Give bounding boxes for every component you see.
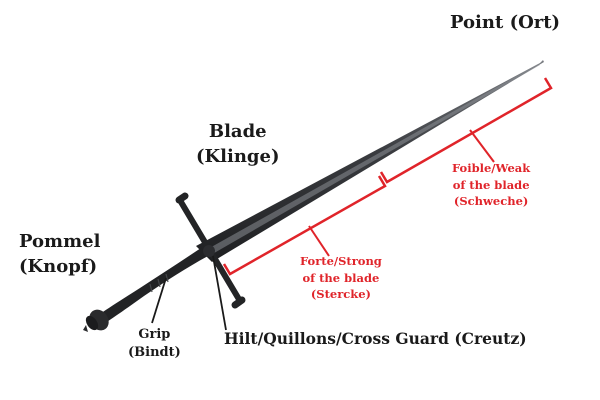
- foible-leader: [469, 129, 495, 163]
- hilt-label: Hilt/Quillons/Cross Guard (Creutz): [224, 329, 527, 348]
- grip-label-line2: (Bindt): [128, 344, 181, 360]
- point-label: Point (Ort): [450, 12, 561, 33]
- forte-bracket: [222, 175, 387, 276]
- forte-label-line3: (Stercke): [310, 287, 371, 302]
- sword-pommel: [83, 309, 109, 332]
- pommel-label: Pommel (Knopf): [19, 231, 101, 277]
- grip-leader: [151, 277, 167, 324]
- forte-label-line1: Forte/Strong: [300, 254, 382, 268]
- pommel-label-line2: (Knopf): [19, 255, 98, 277]
- sword-blade: [196, 60, 544, 262]
- leader-lines: [308, 129, 495, 257]
- blade-label-line1: Blade: [208, 121, 267, 142]
- hilt-leader: [212, 255, 227, 331]
- forte-label-line2: of the blade: [302, 270, 380, 285]
- forte-leader: [308, 225, 330, 257]
- sword-grip: [100, 248, 208, 323]
- foible-label-line2: of the blade: [452, 177, 530, 192]
- foible-label-line1: Foible/Weak: [452, 161, 531, 175]
- foible-label-line3: (Schweche): [453, 194, 529, 209]
- grip-label: Grip (Bindt): [128, 327, 181, 361]
- foible-label: Foible/Weak of the blade (Schweche): [452, 160, 530, 210]
- forte-label: Forte/Strong of the blade (Stercke): [300, 253, 382, 303]
- pommel-label-line1: Pommel: [19, 231, 101, 252]
- blade-label-line2: (Klinge): [196, 145, 280, 167]
- foible-bracket: [379, 77, 553, 184]
- blade-label: Blade (Klinge): [196, 121, 280, 167]
- grip-label-line1: Grip: [138, 327, 171, 342]
- sword-cross-guard: [175, 192, 246, 309]
